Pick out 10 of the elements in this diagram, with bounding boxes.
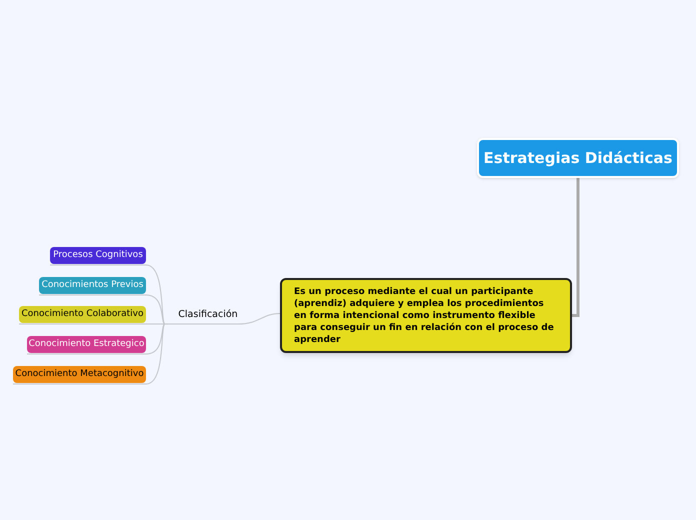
connector-line — [572, 178, 580, 317]
central-topic-box: Estrategias Didácticas — [477, 138, 679, 178]
topic-box: Procesos Cognitivos — [50, 247, 146, 264]
connector-line — [168, 313, 280, 324]
description-box: Es un proceso mediante el cual un participante (aprendiz) adquiere y emplea los procedimientos en forma intencional como instrumento flexible para conseguir un fin en relación con el proceso de aprender — [280, 278, 572, 353]
topic-box: Conocimiento Colaborativo — [19, 306, 146, 323]
topic-box: Conocimiento Estrategico — [27, 336, 146, 353]
topic-box: Conocimientos Previos — [39, 277, 146, 294]
topic-box: Conocimiento Metacognitivo — [13, 366, 146, 383]
branch-label: Clasificación — [168, 306, 248, 324]
